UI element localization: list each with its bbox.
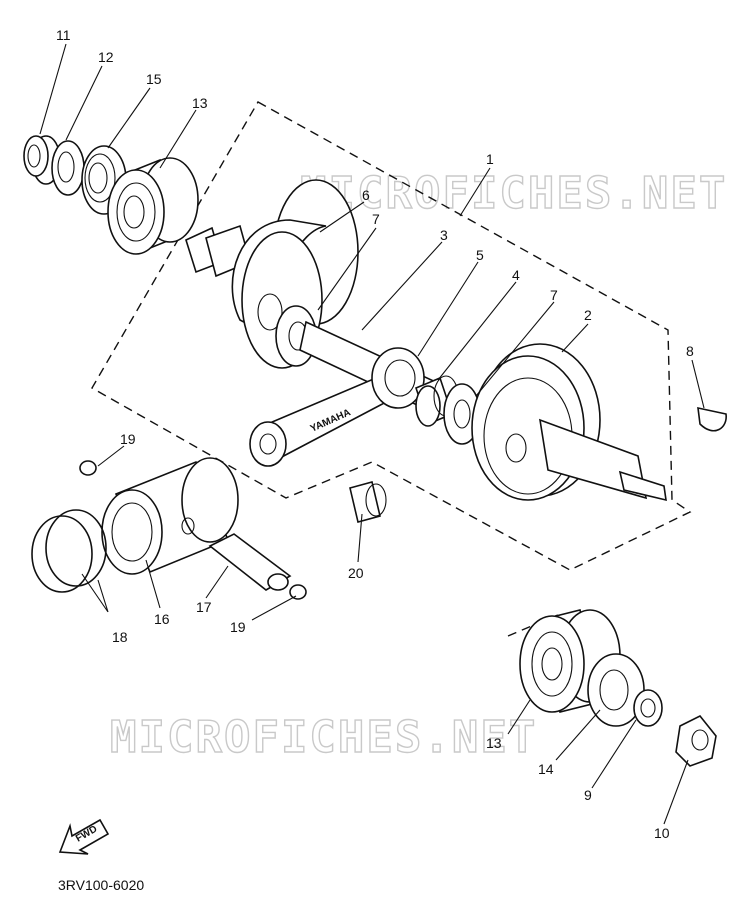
callout-8: 8 [686,343,694,359]
callout-2: 2 [584,307,592,323]
washer-9 [633,689,663,727]
piston-16 [101,457,239,575]
callout-11: 11 [56,27,71,43]
callout-5: 5 [476,247,484,263]
callout-15: 15 [146,71,162,87]
watermark-top: MICROFICHES.NET [300,168,727,219]
assembly-outline [91,101,692,571]
callout-3: 3 [440,227,448,243]
circlip-19-lower [289,584,307,600]
callout-13-upper: 13 [192,95,208,111]
callout-20: 20 [348,565,364,581]
circlip-19-upper [79,460,97,476]
leader-lines [39,43,705,825]
callout-18: 18 [112,629,128,645]
callout-1: 1 [486,151,494,167]
crank-left-6 [185,179,359,369]
watermark-bottom: MICROFICHES.NET [110,712,537,763]
callout-7-right: 7 [550,287,558,303]
woodruff-key-8 [697,406,727,432]
fwd-arrow-icon: FWD [58,818,110,855]
callout-9: 9 [584,787,592,803]
callout-6: 6 [362,187,370,203]
callout-4: 4 [512,267,520,283]
callout-7-left: 7 [372,211,380,227]
needle-bearing-20 [349,481,387,523]
drawing-code: 3RV100-6020 [58,877,144,893]
nut-10 [675,714,717,767]
callout-17: 17 [196,599,212,615]
callout-13-lower: 13 [486,735,502,751]
bearing-13-upper [107,157,199,255]
callout-10: 10 [654,825,670,841]
callout-16: 16 [154,611,170,627]
piston-pin-17 [208,533,292,591]
callout-19-upper: 19 [120,431,136,447]
spacer-12 [51,140,85,196]
crank-right-2 [471,343,667,502]
callout-12: 12 [98,49,114,65]
connecting-rod-5: YAMAHA [249,347,425,467]
piston-rings-18 [31,509,107,593]
callout-19-lower: 19 [230,619,246,635]
needle-bearing-4 [415,375,459,427]
callout-14: 14 [538,761,554,777]
